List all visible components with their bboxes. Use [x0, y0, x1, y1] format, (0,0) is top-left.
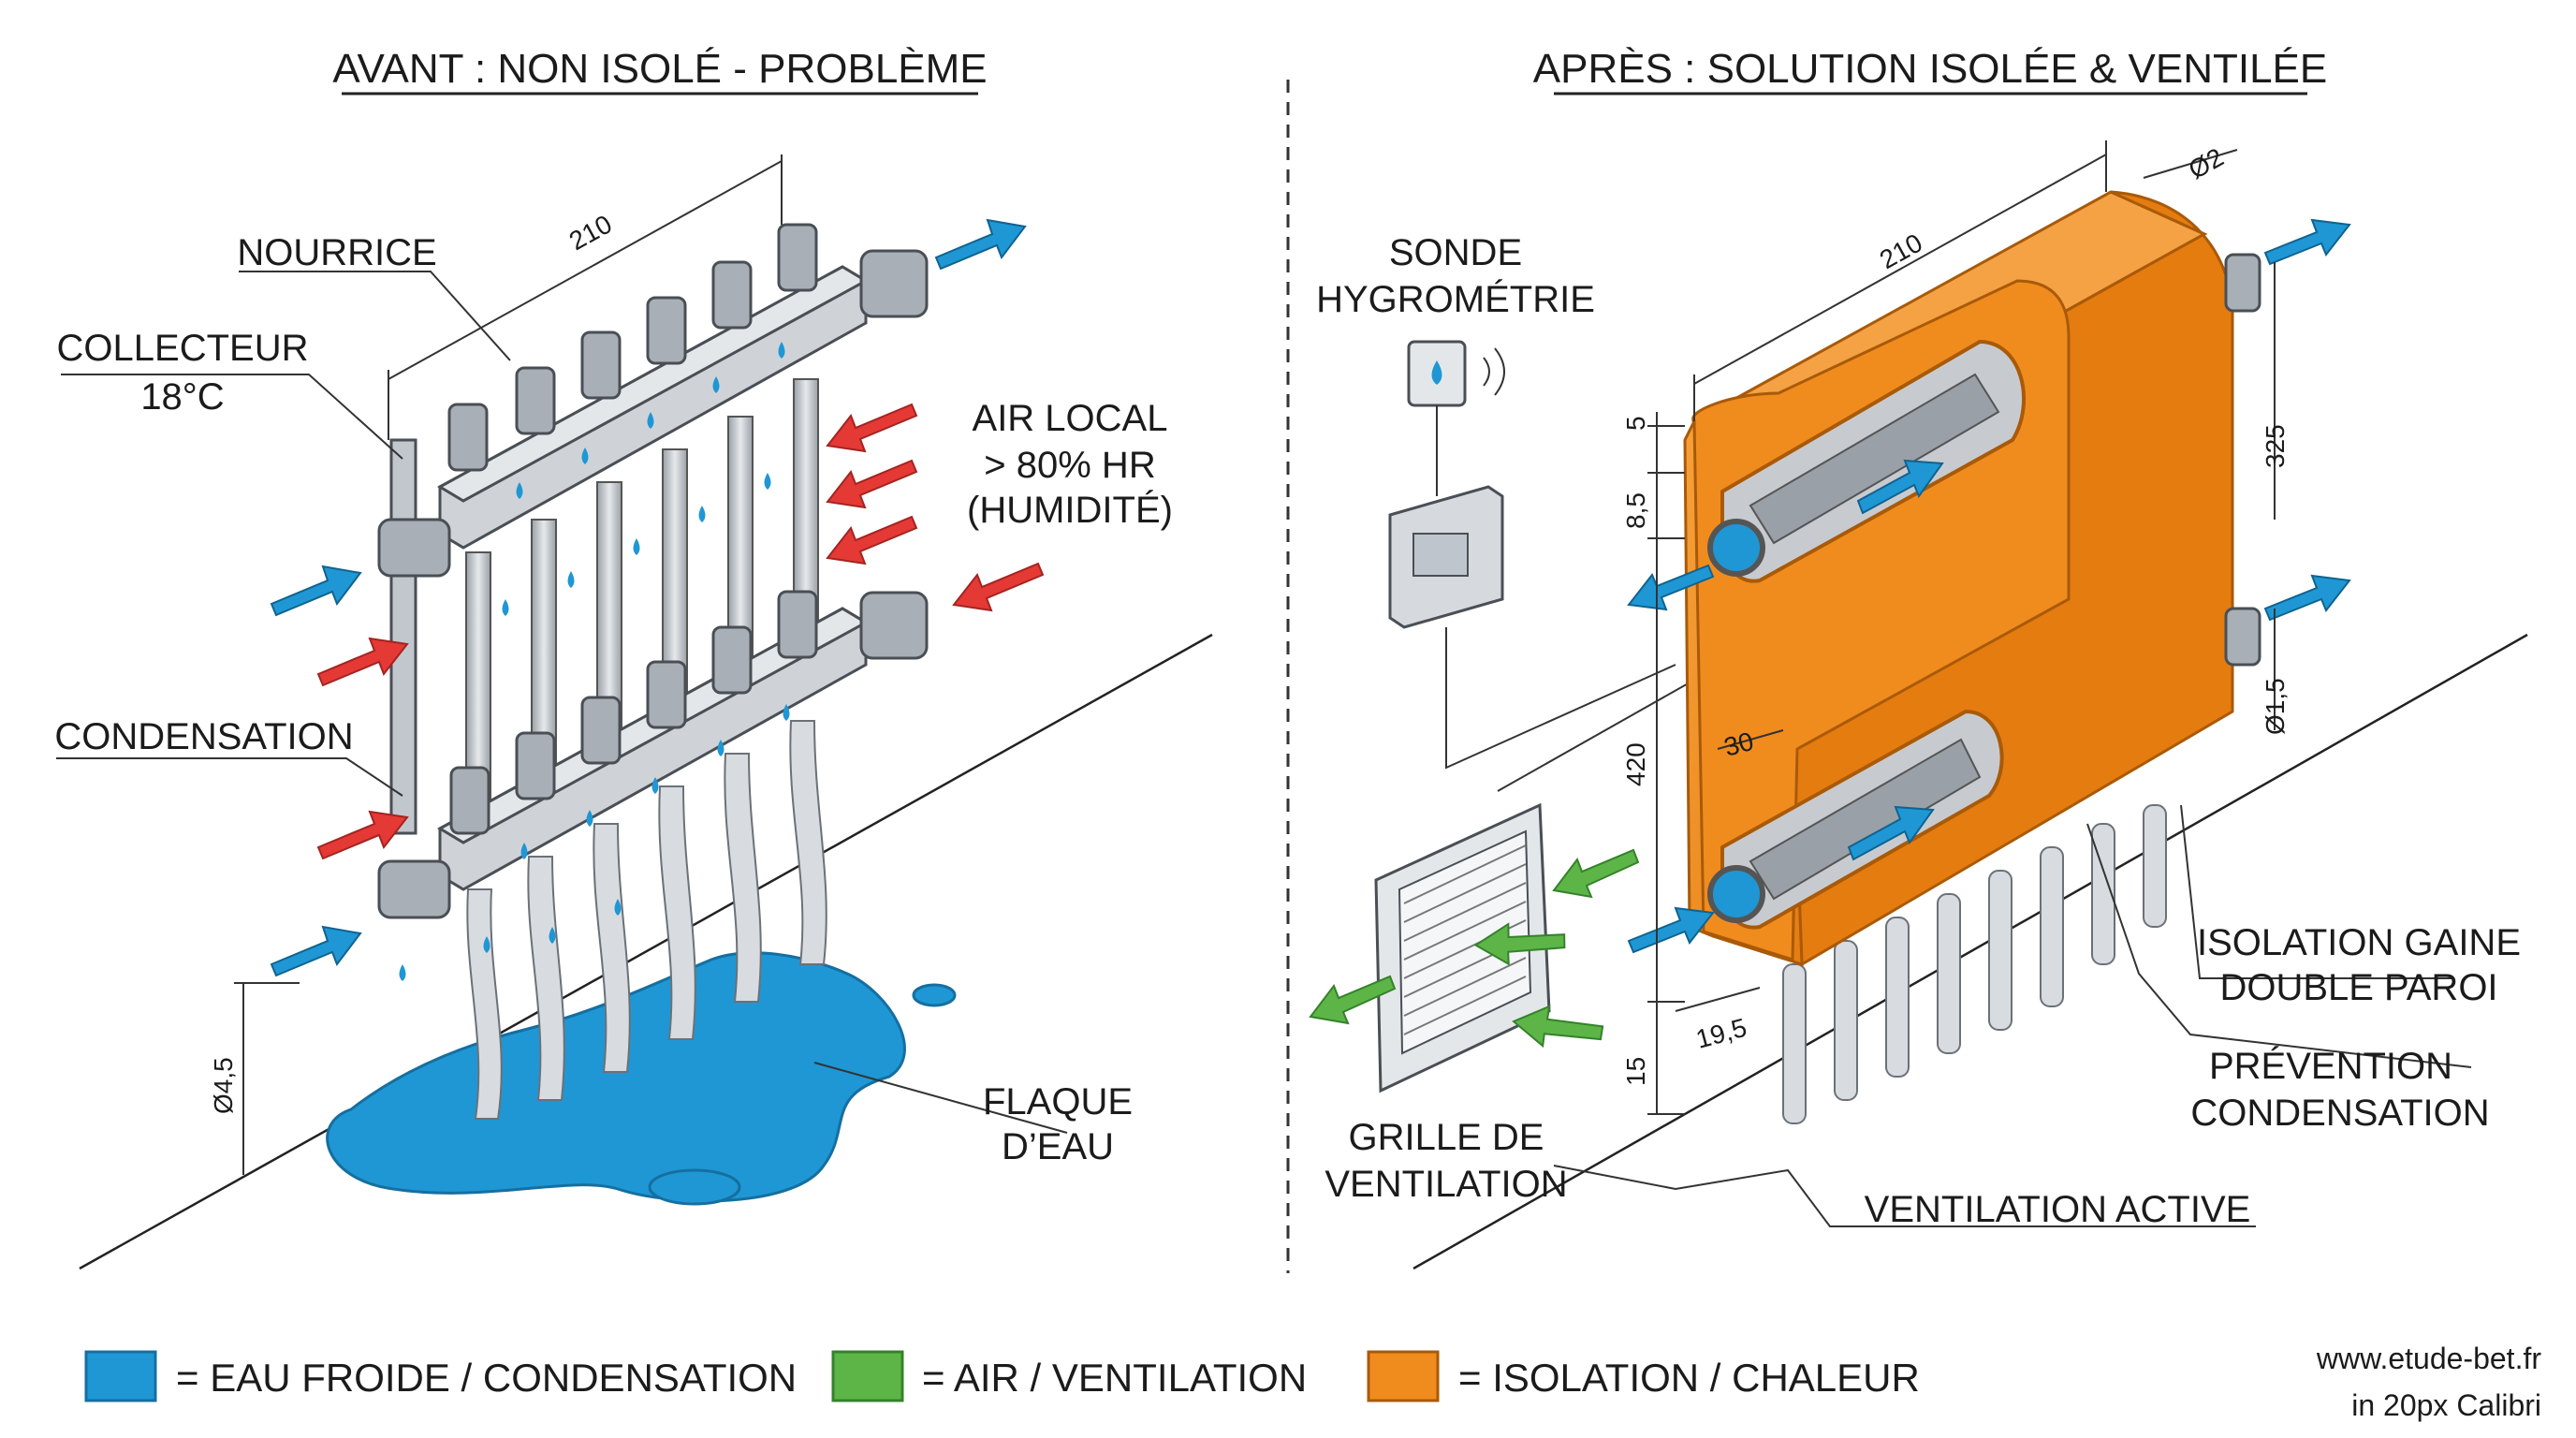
right-panel-title: APRÈS : SOLUTION ISOLÉE & VENTILÉE [1533, 46, 2327, 92]
credit-font-note: in 20px Calibri [2351, 1388, 2541, 1422]
bottom-valves [449, 590, 818, 835]
left-leader-lines [56, 271, 1068, 1134]
top-manifold [377, 223, 929, 578]
legend-swatch-water [84, 1350, 157, 1402]
label-grille: GRILLE DE [1349, 1117, 1544, 1158]
label-humidity-value: > 80% HR [984, 445, 1155, 486]
dim-5: 5 [1621, 416, 1650, 431]
legend-swatch-insulation [1367, 1350, 1440, 1402]
right-dimensions [1647, 140, 2276, 1115]
dim-diam-top: Ø2 [2184, 142, 2229, 184]
dim-diam-side: Ø1,5 [2261, 678, 2290, 735]
label-eau: D’EAU [1002, 1126, 1114, 1167]
left-panel: AVANT : NON ISOLÉ - PROBLÈME [54, 46, 1213, 1270]
floor-line-right [1412, 633, 2528, 1270]
left-panel-title: AVANT : NON ISOLÉ - PROBLÈME [332, 46, 987, 92]
label-nourrice: NOURRICE [237, 232, 436, 273]
label-condensation: CONDENSATION [54, 716, 353, 757]
label-double-paroi: DOUBLE PAROI [2219, 967, 2497, 1008]
label-prevention-condensation: CONDENSATION [2190, 1093, 2489, 1134]
air-arrows [1309, 848, 1640, 1049]
hanging-pipes [466, 720, 827, 1120]
right-leader-lines [1553, 804, 2472, 1227]
label-collecteur: COLLECTEUR [57, 328, 309, 369]
top-valves [447, 223, 818, 472]
dim-195: 19,5 [1693, 1013, 1750, 1054]
legend-label-air: = AIR / VENTILATION [922, 1356, 1307, 1400]
bottom-manifold [377, 590, 929, 919]
dim-15: 15 [1621, 1057, 1650, 1086]
legend-label-water: = EAU FROIDE / CONDENSATION [176, 1356, 797, 1400]
ventilation-grille [1374, 802, 1551, 1093]
controller-box [1388, 485, 1676, 770]
dim-diameter-label: Ø4,5 [209, 1057, 238, 1114]
label-air-local: AIR LOCAL [973, 398, 1168, 439]
label-humidity: (HUMIDITÉ) [967, 489, 1173, 531]
label-collecteur-temp: 18°C [140, 376, 224, 418]
label-ventilation-active: VENTILATION ACTIVE [1865, 1189, 2251, 1230]
dimension-diameter-left: Ø4,5 [209, 982, 300, 1175]
label-hygrometrie: HYGROMÉTRIE [1316, 278, 1595, 320]
right-water-arrows [1627, 218, 2351, 954]
right-hanging-pipes [1782, 804, 2167, 1124]
dim-210-label: 210 [564, 209, 617, 256]
dim-420: 420 [1621, 742, 1650, 786]
legend-swatch-air [831, 1350, 904, 1402]
label-ventilation: VENTILATION [1325, 1164, 1567, 1205]
insulation-box [1683, 190, 2261, 967]
wall-line-right [1497, 668, 1714, 792]
label-sonde: SONDE [1389, 232, 1522, 273]
humidity-sensor [1407, 340, 1505, 496]
label-isolation: ISOLATION GAINE [2197, 922, 2521, 963]
right-panel: APRÈS : SOLUTION ISOLÉE & VENTILÉE [1309, 46, 2528, 1270]
water-drop-small [912, 983, 957, 1007]
water-drop-puddle [648, 1168, 741, 1206]
dim-325: 325 [2261, 424, 2290, 468]
warm-air-arrows [316, 403, 1045, 860]
legend: = EAU FROIDE / CONDENSATION = AIR / VENT… [84, 1350, 1920, 1402]
mount-bracket [389, 438, 417, 835]
label-flaque: FLAQUE [983, 1081, 1133, 1123]
legend-label-insulation: = ISOLATION / CHALEUR [1458, 1356, 1920, 1400]
water-flow-arrows [270, 218, 1027, 977]
label-prevention: PRÉVENTION [2209, 1045, 2452, 1087]
condensation-droplets [399, 342, 790, 981]
water-puddle [326, 951, 906, 1203]
floor-line-left [79, 633, 1213, 1270]
dim-85: 8,5 [1621, 492, 1650, 529]
credit-site: www.etude-bet.fr [2316, 1342, 2541, 1375]
dim-210-right: 210 [1875, 227, 1927, 274]
